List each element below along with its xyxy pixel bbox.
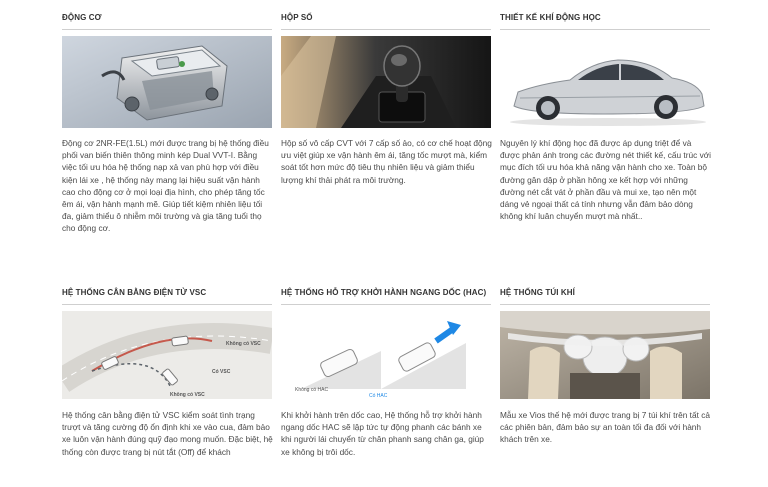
engine-image [62, 36, 272, 128]
divider [500, 29, 710, 30]
card-description: Hệ thống cân bằng điện tử VSC kiểm soát … [62, 410, 273, 457]
hac-label-with: Có HAC [369, 393, 388, 399]
divider [281, 304, 491, 305]
vsc-diagram-image: Không có VSC Có VSC Không có VSC [62, 311, 272, 399]
divider [281, 29, 491, 30]
vsc-label-without-bottom: Không có VSC [170, 392, 205, 398]
card-title: HỆ THỐNG TÚI KHÍ [500, 288, 575, 297]
vsc-label-with: Có VSC [212, 369, 231, 375]
card-title: THIẾT KẾ KHÍ ĐỘNG HỌC [500, 13, 601, 22]
card-title: HỆ THỐNG CÂN BẰNG ĐIỆN TỬ VSC [62, 288, 207, 297]
sedan-side-image [500, 36, 710, 128]
divider [62, 304, 272, 305]
card-description: Mẫu xe Vios thế hệ mới được trang bị 7 t… [500, 410, 710, 445]
card-description: Khi khởi hành trên dốc cao, Hệ thống hỗ … [281, 410, 484, 457]
divider [62, 29, 272, 30]
hac-diagram-image: Không có HAC Có HAC [281, 311, 491, 399]
hac-label-without: Không có HAC [295, 387, 328, 393]
divider [500, 304, 710, 305]
card-title: ĐỘNG CƠ [62, 13, 102, 22]
card-description: Động cơ 2NR-FE(1.5L) mới được trang bị h… [62, 138, 269, 234]
gear-shifter-image [281, 36, 491, 128]
card-description: Hộp số vô cấp CVT với 7 cấp số ảo, có cơ… [281, 138, 492, 185]
vsc-label-without-top: Không có VSC [226, 341, 261, 347]
card-title: HỘP SỐ [281, 13, 313, 22]
card-title: HỆ THỐNG HỖ TRỢ KHỞI HÀNH NGANG DỐC (HAC… [281, 288, 487, 297]
airbag-cabin-image [500, 311, 710, 399]
card-description: Nguyên lý khí động học đã được áp dụng t… [500, 138, 711, 222]
